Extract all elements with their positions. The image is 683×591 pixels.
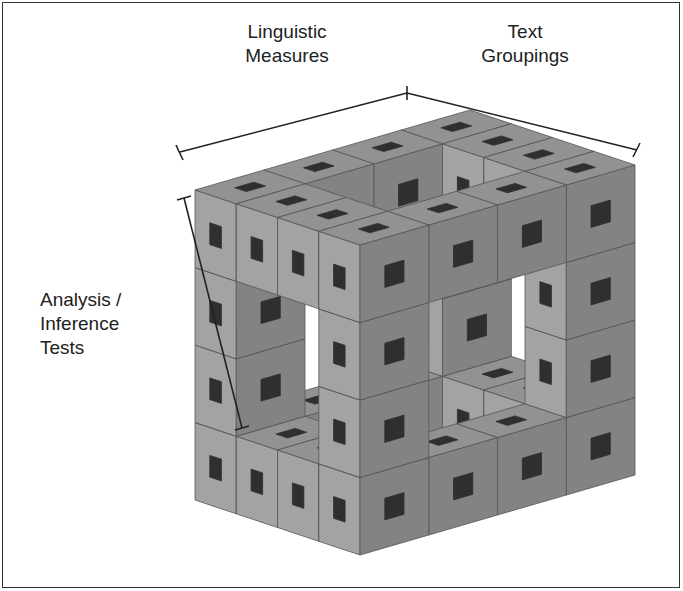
square-hole	[591, 278, 610, 305]
frame	[3, 3, 680, 588]
bracket-tick	[177, 196, 191, 200]
square-hole	[522, 453, 541, 480]
square-hole	[251, 237, 263, 263]
square-hole	[235, 182, 266, 191]
axis-label: Text Groupings	[470, 20, 580, 68]
axis-label: Analysis / Inference Tests	[40, 288, 150, 360]
block-face	[319, 309, 360, 400]
block-face	[319, 231, 360, 322]
block-face	[319, 464, 360, 555]
square-hole	[441, 122, 472, 131]
square-hole	[334, 342, 346, 368]
square-hole	[482, 368, 513, 378]
block-face	[525, 326, 566, 417]
square-hole	[522, 220, 541, 247]
square-hole	[540, 359, 552, 385]
block-face	[278, 450, 319, 541]
square-hole	[467, 314, 486, 341]
block-face	[195, 345, 236, 436]
block-face	[195, 268, 236, 359]
square-hole	[334, 497, 346, 522]
square-hole	[317, 210, 348, 219]
square-hole	[496, 416, 527, 426]
sponge-cube	[195, 110, 635, 555]
square-hole	[385, 415, 404, 442]
bracket-tick	[235, 426, 249, 430]
square-hole	[385, 260, 404, 287]
square-hole	[482, 136, 513, 145]
square-hole	[496, 183, 527, 192]
block-face	[236, 204, 277, 295]
square-hole	[540, 282, 552, 308]
square-hole	[292, 250, 304, 276]
bracket-line	[180, 93, 407, 152]
square-hole	[210, 455, 222, 481]
bracket-tick	[633, 143, 640, 157]
square-hole	[591, 433, 610, 460]
bracket-tick	[176, 145, 183, 160]
square-hole	[261, 374, 280, 401]
square-hole	[454, 473, 473, 500]
axis-label: Linguistic Measures	[232, 20, 342, 68]
square-hole	[276, 428, 307, 438]
square-hole	[591, 200, 610, 227]
block-face	[278, 218, 319, 309]
square-hole	[261, 296, 280, 323]
square-hole	[385, 493, 404, 520]
square-hole	[303, 162, 334, 171]
square-hole	[523, 150, 554, 159]
square-hole	[210, 378, 222, 404]
square-hole	[427, 203, 458, 212]
square-hole	[334, 264, 346, 290]
square-hole	[372, 142, 403, 151]
block-face	[319, 386, 360, 477]
square-hole	[334, 419, 346, 445]
square-hole	[251, 469, 263, 495]
block-face	[236, 436, 277, 527]
square-hole	[210, 223, 222, 249]
square-hole	[276, 196, 307, 205]
square-hole	[292, 483, 304, 509]
square-hole	[565, 163, 596, 172]
square-hole	[454, 240, 473, 267]
square-hole	[385, 338, 404, 365]
square-hole	[427, 436, 458, 446]
bracket-line	[184, 198, 242, 428]
dimension-brackets	[176, 86, 640, 430]
block-face	[319, 211, 429, 245]
square-hole	[399, 179, 418, 206]
bracket-line	[407, 93, 637, 150]
square-hole	[591, 355, 610, 382]
square-hole	[358, 223, 389, 232]
block-face	[195, 423, 236, 514]
